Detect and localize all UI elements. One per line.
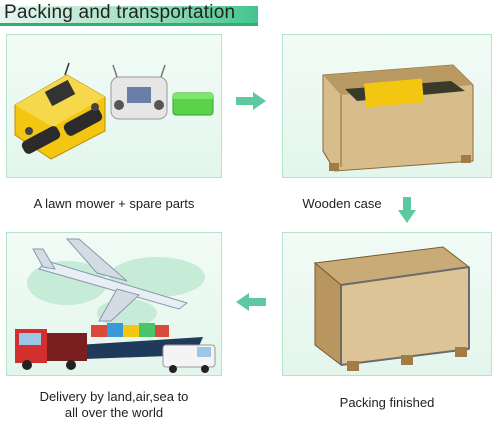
- step-packing-finished-panel: [282, 232, 492, 376]
- lawn-mower-image: [14, 62, 106, 160]
- airplane-image: [32, 238, 189, 322]
- step-lawn-mower-caption: A lawn mower + spare parts: [33, 196, 195, 211]
- wooden-case-open-illustration: [322, 64, 474, 172]
- delivery-illustration: [15, 238, 216, 373]
- step-delivery-caption-line-2: all over the world: [64, 405, 164, 420]
- page-title: Packing and transportation: [4, 2, 236, 23]
- step-wooden-case-panel: [282, 34, 492, 178]
- step-delivery-panel: [6, 232, 222, 376]
- section-header: Packing and transportation: [0, 0, 258, 27]
- arrow-right-icon: [236, 92, 266, 110]
- remote-controller-image: [110, 64, 168, 120]
- arrow-left-icon: [236, 293, 266, 311]
- arrow-down-icon: [398, 197, 416, 223]
- van-image: [162, 344, 216, 373]
- closed-wooden-case-illustration: [313, 246, 471, 371]
- closed-wooden-case-image: [313, 246, 471, 371]
- step-packing-finished-caption: Packing finished: [339, 395, 435, 410]
- battery-pack-image: [172, 92, 214, 116]
- step-delivery-caption: Delivery by land,air,sea to all over the…: [6, 389, 222, 421]
- step-wooden-case-caption: Wooden case: [302, 196, 382, 211]
- step-delivery-caption-line-1: Delivery by land,air,sea to: [39, 389, 189, 404]
- truck-image: [15, 329, 87, 370]
- header-underline: [0, 6, 258, 26]
- step-lawn-mower-panel: [6, 34, 222, 178]
- open-wooden-case-image: [322, 64, 474, 172]
- lawn-mower-illustration: [14, 62, 214, 160]
